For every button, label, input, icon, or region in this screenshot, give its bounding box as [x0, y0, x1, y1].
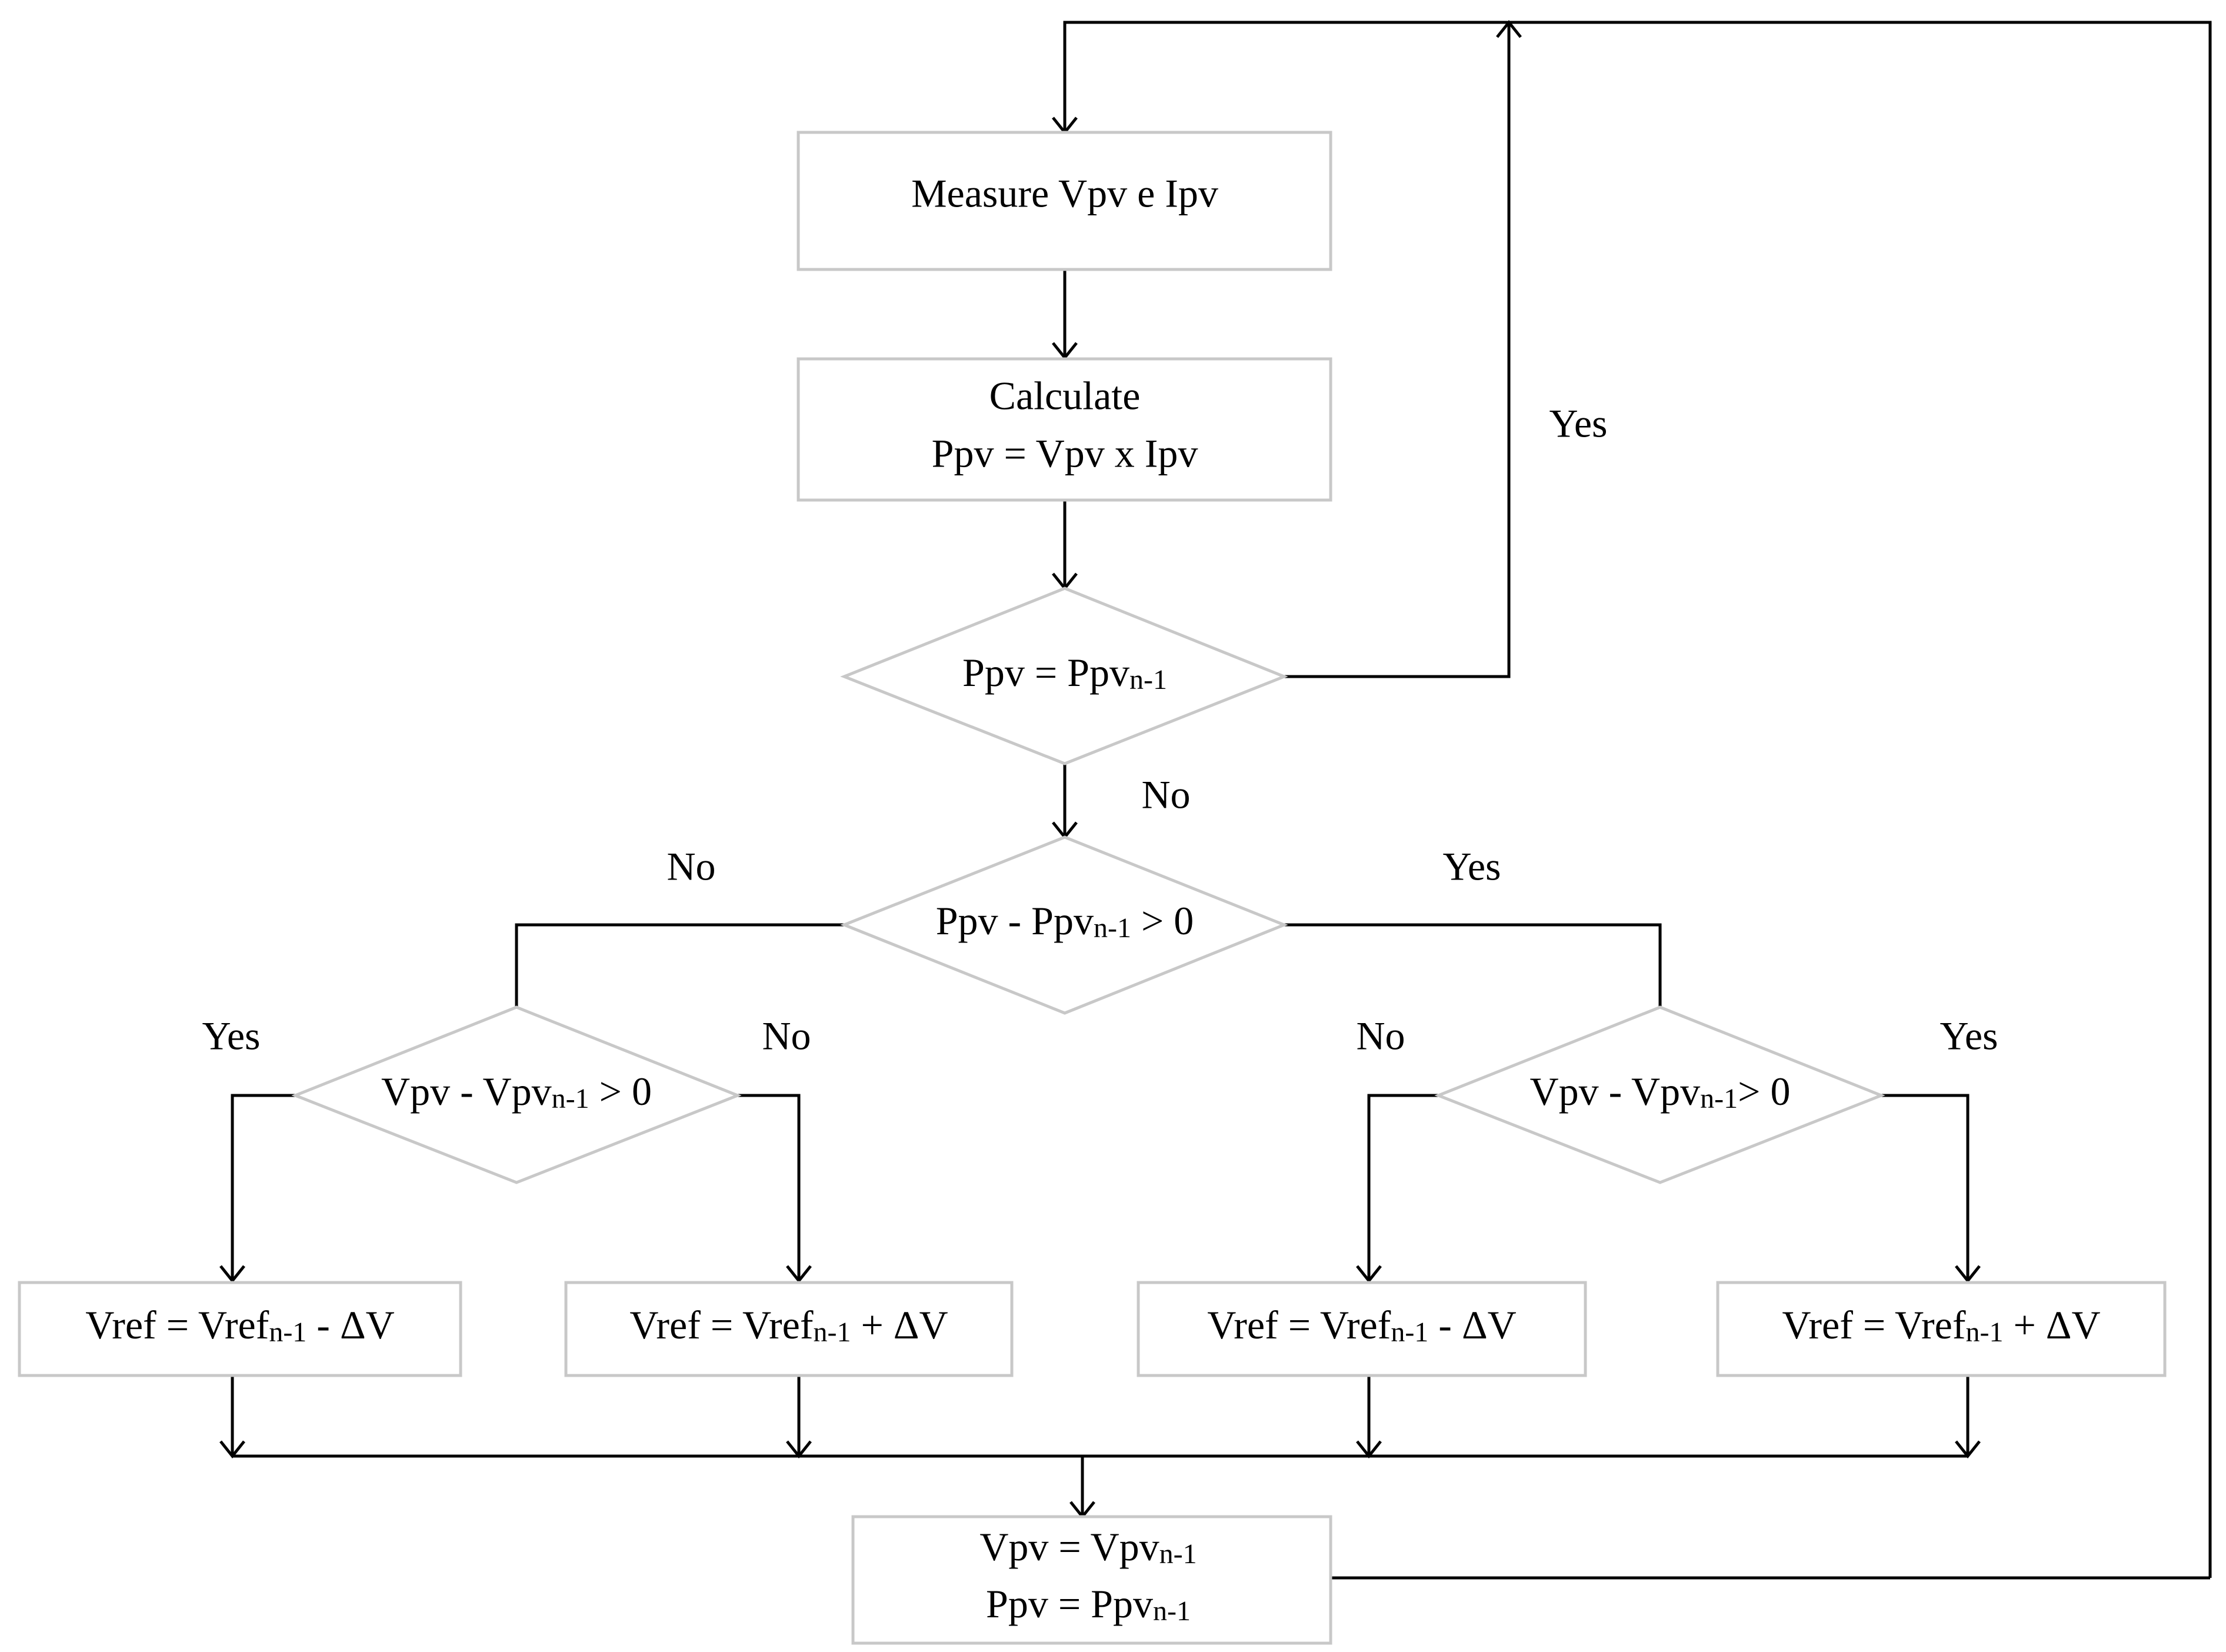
equal-check-label: Ppv = Ppvn-1: [962, 650, 1167, 695]
right-no-label: No: [1356, 1014, 1405, 1058]
arrow-head: [219, 1265, 245, 1284]
equal-check-decision: Ppv = Ppvn-1: [840, 587, 1288, 765]
edge-labels: Yes No No Yes Yes No No Yes: [202, 401, 1998, 1058]
power-diff-label: Ppv - Ppvn-1 > 0: [936, 898, 1194, 944]
volt-diff-left-label: Vpv - Vpvn-1 > 0: [381, 1069, 652, 1114]
equal-yes-label: Yes: [1549, 401, 1608, 446]
power-no-label: No: [667, 844, 715, 889]
update-line1: Vpv = Vpvn-1: [979, 1524, 1197, 1570]
left-no-connector: [738, 1094, 801, 1281]
power-yes-label: Yes: [1443, 844, 1501, 889]
loop-top-connector: [1063, 21, 2212, 1578]
equal-yes-connector: [1284, 22, 1511, 678]
right-no-connector: [1367, 1094, 1438, 1281]
vref-dec-2-node: Vref = Vrefn-1 - ΔV: [1137, 1281, 1587, 1377]
right-yes-connector: [1881, 1094, 1970, 1281]
volt-diff-right-decision: Vpv - Vpvn-1> 0: [1434, 1005, 1885, 1184]
vref-dec-2-label: Vref = Vrefn-1 - ΔV: [1207, 1303, 1517, 1348]
vref-inc-1-label: Vref = Vrefn-1 + ΔV: [629, 1303, 948, 1348]
power-diff-decision: Ppv - Ppvn-1 > 0: [840, 835, 1288, 1015]
arrow-head: [786, 1265, 812, 1284]
measure-node: Measure Vpv e Ipv: [797, 131, 1332, 271]
left-yes-connector: [231, 1094, 295, 1281]
measure-label: Measure Vpv e Ipv: [911, 171, 1218, 216]
right-yes-label: Yes: [1940, 1014, 1998, 1058]
power-yes-connector: [1284, 923, 1662, 1007]
calculate-line2: Ppv = Vpv x Ipv: [932, 431, 1198, 476]
equal-no-label: No: [1141, 772, 1190, 817]
arrow-head: [1496, 19, 1522, 38]
volt-diff-right-label: Vpv - Vpvn-1> 0: [1530, 1069, 1791, 1114]
calculate-node: Calculate Ppv = Vpv x Ipv: [797, 357, 1332, 502]
left-yes-label: Yes: [202, 1014, 261, 1058]
vref-inc-2-label: Vref = Vrefn-1 + ΔV: [1782, 1303, 2100, 1348]
left-no-label: No: [762, 1014, 811, 1058]
update-node: Vpv = Vpvn-1 Ppv = Ppvn-1: [851, 1515, 1332, 1645]
power-no-connector: [515, 923, 844, 1007]
connectors: [219, 19, 2212, 1580]
arrow-head: [1955, 1265, 1981, 1284]
vref-inc-1-node: Vref = Vrefn-1 + ΔV: [564, 1281, 1014, 1377]
vref-inc-2-node: Vref = Vrefn-1 + ΔV: [1716, 1281, 2167, 1377]
calculate-line1: Calculate: [989, 374, 1141, 418]
vref-dec-1-node: Vref = Vrefn-1 - ΔV: [18, 1281, 462, 1377]
vref-dec-1-label: Vref = Vrefn-1 - ΔV: [85, 1303, 395, 1348]
volt-diff-left-decision: Vpv - Vpvn-1 > 0: [291, 1005, 742, 1184]
arrow-head: [1356, 1265, 1382, 1284]
update-line2: Ppv = Ppvn-1: [986, 1581, 1191, 1627]
